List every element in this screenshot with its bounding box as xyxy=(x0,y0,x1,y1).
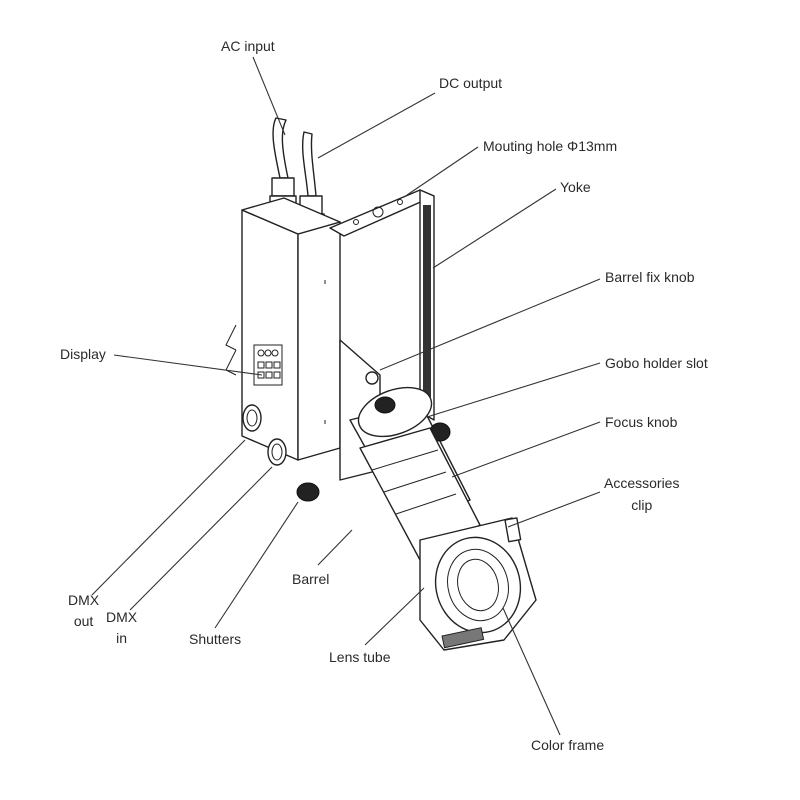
leader-yoke xyxy=(432,188,557,269)
leader-gobo-holder-slot xyxy=(426,362,601,418)
leader-dmx-out xyxy=(91,439,246,596)
label-yoke: Yoke xyxy=(560,179,591,195)
leader-dc-output xyxy=(317,92,436,159)
leader-shutters xyxy=(214,501,299,629)
leader-ac-input xyxy=(252,56,286,136)
leader-lines xyxy=(91,56,601,736)
leader-accessories-clip xyxy=(507,491,601,528)
label-accessories-clip-line1: Accessories xyxy=(604,475,680,491)
label-dmx-in: DMX in xyxy=(106,609,137,647)
leader-display xyxy=(113,354,263,376)
label-shutters: Shutters xyxy=(189,631,242,647)
label-accessories-clip: Accessories clip xyxy=(604,475,679,514)
label-dmx-out-line1: DMX xyxy=(68,592,100,608)
label-barrel-fix-knob: Barrel fix knob xyxy=(605,269,695,285)
label-barrel: Barrel xyxy=(292,571,330,587)
label-dmx-out: DMX out xyxy=(68,592,99,630)
label-focus-knob: Focus knob xyxy=(605,414,678,430)
label-display: Display xyxy=(60,346,106,362)
yoke xyxy=(329,189,435,421)
label-dmx-out-line2: out xyxy=(73,613,94,629)
leader-focus-knob xyxy=(451,421,601,478)
label-ac-input: AC input xyxy=(221,38,275,54)
leader-color-frame xyxy=(502,607,561,736)
fixture-illustration xyxy=(225,117,537,651)
label-dmx-in-line1: DMX xyxy=(106,609,138,625)
leader-barrel-fix-knob xyxy=(379,278,601,371)
leader-mounting-hole xyxy=(406,146,479,196)
color-frame xyxy=(419,517,537,651)
label-dc-output: DC output xyxy=(439,75,503,91)
label-dmx-in-line2: in xyxy=(116,630,128,646)
display-panel xyxy=(253,344,283,386)
leader-barrel xyxy=(317,529,353,566)
leader-dmx-in xyxy=(129,466,273,611)
dmx-connectors xyxy=(242,404,287,466)
power-box xyxy=(225,197,341,466)
label-accessories-clip-line2: clip xyxy=(631,497,653,513)
label-gobo-holder-slot: Gobo holder slot xyxy=(605,355,708,371)
label-color-frame: Color frame xyxy=(531,737,605,753)
leader-lens-tube xyxy=(364,587,425,646)
label-lens-tube: Lens tube xyxy=(329,649,391,665)
label-mounting-hole: Mouting hole Φ13mm xyxy=(483,138,618,154)
